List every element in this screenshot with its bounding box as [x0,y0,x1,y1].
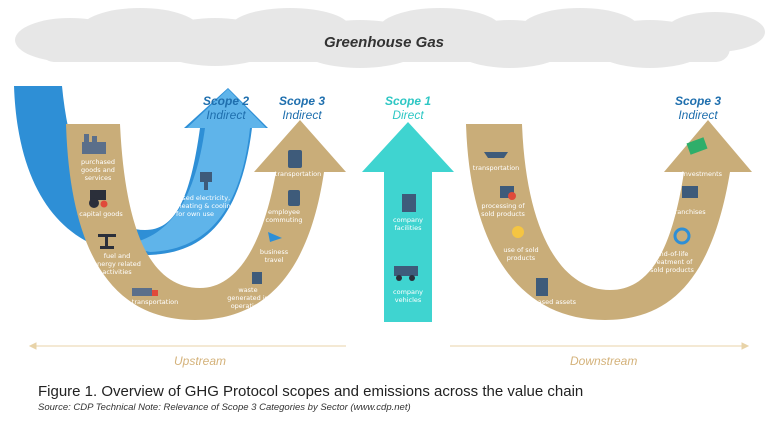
ship-icon [484,152,508,158]
shop-icon [682,186,698,198]
downstream-line [450,342,750,350]
scope3-upstream-arrow [66,120,346,320]
upstream-item-purchased-goods: purchased goods and services [81,158,115,182]
factory-icon [82,134,106,154]
office-building-icon [536,278,548,296]
scope3-up-item-employee-commuting: employee commuting [265,208,303,224]
trash-icon [252,272,262,284]
greenhouse-gas-title: Greenhouse Gas [323,34,445,51]
cloud-banner [15,8,765,68]
scope3-downstream-title: Scope 3 [674,94,722,108]
scope3-downstream-header: Scope 3 Indirect [668,94,728,122]
scope3-up-item-transportation: transportation [274,170,322,178]
scope2-item-electricity: purchased electricity, steam heating & c… [155,194,235,218]
oil-pump-icon [98,234,116,249]
downstream-item-processing: processing of sold products [481,202,525,218]
scope1-item-facilities: company facilities [393,216,423,232]
gear-factory-icon [500,186,516,200]
scope2-header: Scope 2 Indirect [196,94,256,122]
upstream-line [28,342,346,350]
plug-icon [200,172,212,190]
lightbulb-icon [512,226,524,238]
airplane-icon [268,232,282,242]
scope3-downstream-subtitle: Indirect [678,108,718,122]
scope1-header: Scope 1 Direct [378,94,438,122]
truck-icon [132,288,158,296]
bus-icon [288,150,302,168]
upstream-item-transportation: transportation [131,298,179,306]
downstream-item-use-of-sold: use of sold products [503,246,539,262]
bus2-icon [288,190,300,206]
downstream-item-investments: investments [681,170,723,178]
downstream-item-leased-assets: leased assets [531,298,577,306]
scope3-up-item-business-travel: business travel [259,248,289,264]
upstream-item-capital-goods: capital goods [79,210,123,218]
building-icon [402,194,416,212]
scope3-up-item-waste: waste generated in operations [227,286,269,310]
money-icon [686,137,708,155]
scope3-upstream-header: Scope 3 Indirect [272,94,332,122]
scope1-title: Scope 1 [384,94,432,108]
scope1-subtitle: Direct [392,108,424,122]
scope1-item-vehicles: company vehicles [393,288,423,304]
downstream-item-franchises: franchises [672,208,706,216]
downstream-item-end-of-life: end-of-life treatment of sold products [650,250,694,274]
upstream-label: Upstream [174,354,227,368]
scope2-subtitle: Indirect [206,108,246,122]
scope3-upstream-subtitle: Indirect [282,108,322,122]
figure-caption: Figure 1. Overview of GHG Protocol scope… [38,383,584,400]
car-icon [394,266,418,281]
scope1-arrow [362,122,454,322]
upstream-item-fuel-energy: fuel and energy related activities [93,252,141,276]
scope3-downstream-arrow [466,120,752,320]
scope2-title: Scope 2 [202,94,250,108]
tractor-icon [89,190,108,208]
downstream-item-transportation: transportation [472,164,520,172]
scope3-upstream-title: Scope 3 [278,94,326,108]
downstream-label: Downstream [570,354,638,368]
recycle-icon [673,227,691,245]
figure-source: Source: CDP Technical Note: Relevance of… [38,402,411,413]
